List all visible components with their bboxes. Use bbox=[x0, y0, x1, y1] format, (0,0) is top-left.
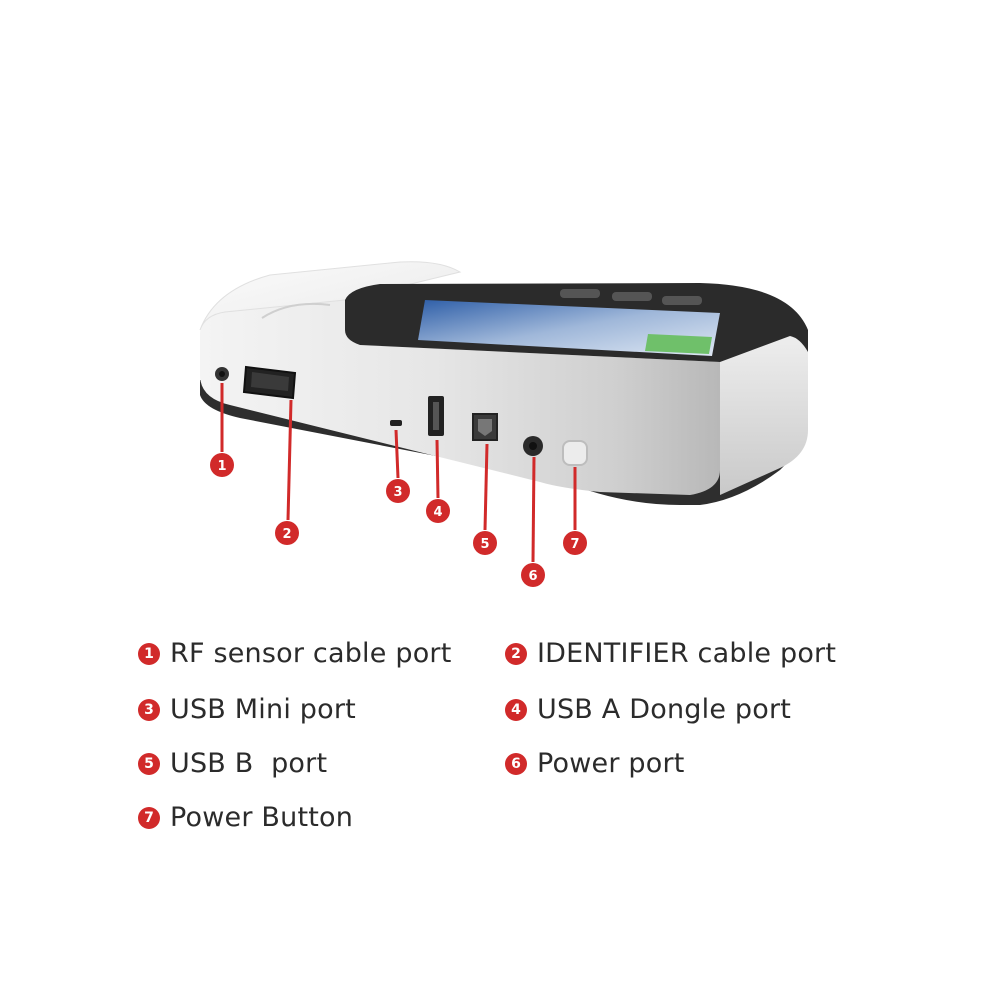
legend-badge-7: 7 bbox=[138, 806, 160, 829]
top-button-3[interactable] bbox=[662, 296, 702, 305]
svg-text:6: 6 bbox=[528, 569, 537, 584]
callout-badge-1: 1 bbox=[210, 453, 234, 477]
top-button-1[interactable] bbox=[560, 289, 600, 298]
legend-badge-3: 3 bbox=[138, 698, 160, 721]
callout-badge-6: 6 bbox=[521, 563, 545, 587]
usb-mini-port bbox=[390, 420, 402, 426]
top-logo-mark bbox=[261, 302, 331, 319]
identifier-port-inner bbox=[251, 372, 289, 391]
callout-badge-5: 5 bbox=[473, 531, 497, 555]
legend-badge-4: 4 bbox=[505, 698, 527, 721]
legend-label-4: USB A Dongle port bbox=[537, 694, 792, 725]
legend-badge-1: 1 bbox=[138, 642, 160, 665]
screen-green-element bbox=[645, 334, 712, 354]
callout-line-3 bbox=[394, 429, 400, 479]
svg-text:5: 5 bbox=[480, 537, 489, 552]
svg-text:1: 1 bbox=[217, 459, 226, 474]
callout-line-4 bbox=[435, 439, 440, 499]
callout-badges: 1 2 3 4 5 6 7 bbox=[210, 453, 587, 587]
rf-sensor-port-hole bbox=[219, 371, 225, 377]
legend-badge-6: 6 bbox=[505, 752, 527, 775]
callout-badge-3: 3 bbox=[386, 479, 410, 503]
device-top-plate bbox=[199, 261, 462, 331]
power-port-pin bbox=[529, 442, 537, 450]
usb-a-port-tongue bbox=[433, 402, 439, 430]
callout-lines bbox=[220, 383, 577, 563]
legend-item-1: 1 RF sensor cable port bbox=[138, 638, 452, 669]
legend-label-3: USB Mini port bbox=[170, 694, 356, 725]
device-front-face bbox=[200, 300, 720, 495]
top-button-2[interactable] bbox=[612, 292, 652, 301]
device-body bbox=[199, 261, 808, 505]
svg-text:7: 7 bbox=[570, 537, 579, 552]
svg-text:3: 3 bbox=[393, 485, 402, 500]
callout-line-6 bbox=[531, 456, 536, 563]
device-side-face bbox=[720, 334, 808, 495]
legend-item-2: 2 IDENTIFIER cable port bbox=[505, 638, 836, 669]
callout-badge-7: 7 bbox=[563, 531, 587, 555]
legend-label-5: USB B port bbox=[170, 748, 328, 779]
legend-item-6: 6 Power port bbox=[505, 748, 685, 779]
legend-item-7: 7 Power Button bbox=[138, 802, 353, 833]
callout-line-2 bbox=[286, 399, 293, 521]
callout-line-5 bbox=[483, 443, 489, 531]
legend-item-5: 5 USB B port bbox=[138, 748, 327, 779]
legend-badge-2: 2 bbox=[505, 642, 527, 665]
legend-badge-5: 5 bbox=[138, 752, 160, 775]
usb-b-port-inner bbox=[478, 419, 492, 436]
legend-label-6: Power port bbox=[537, 748, 685, 779]
power-button[interactable] bbox=[562, 440, 588, 466]
svg-text:2: 2 bbox=[282, 527, 291, 542]
legend-label-7: Power Button bbox=[170, 802, 354, 833]
callout-badge-4: 4 bbox=[426, 499, 450, 523]
svg-text:4: 4 bbox=[433, 505, 442, 520]
legend-item-4: 4 USB A Dongle port bbox=[505, 694, 791, 725]
device-screen bbox=[418, 300, 720, 356]
legend-label-2: IDENTIFIER cable port bbox=[537, 638, 837, 669]
callout-badge-2: 2 bbox=[275, 521, 299, 545]
device-ports bbox=[215, 365, 588, 466]
legend-item-3: 3 USB Mini port bbox=[138, 694, 356, 725]
legend-label-1: RF sensor cable port bbox=[170, 638, 452, 669]
